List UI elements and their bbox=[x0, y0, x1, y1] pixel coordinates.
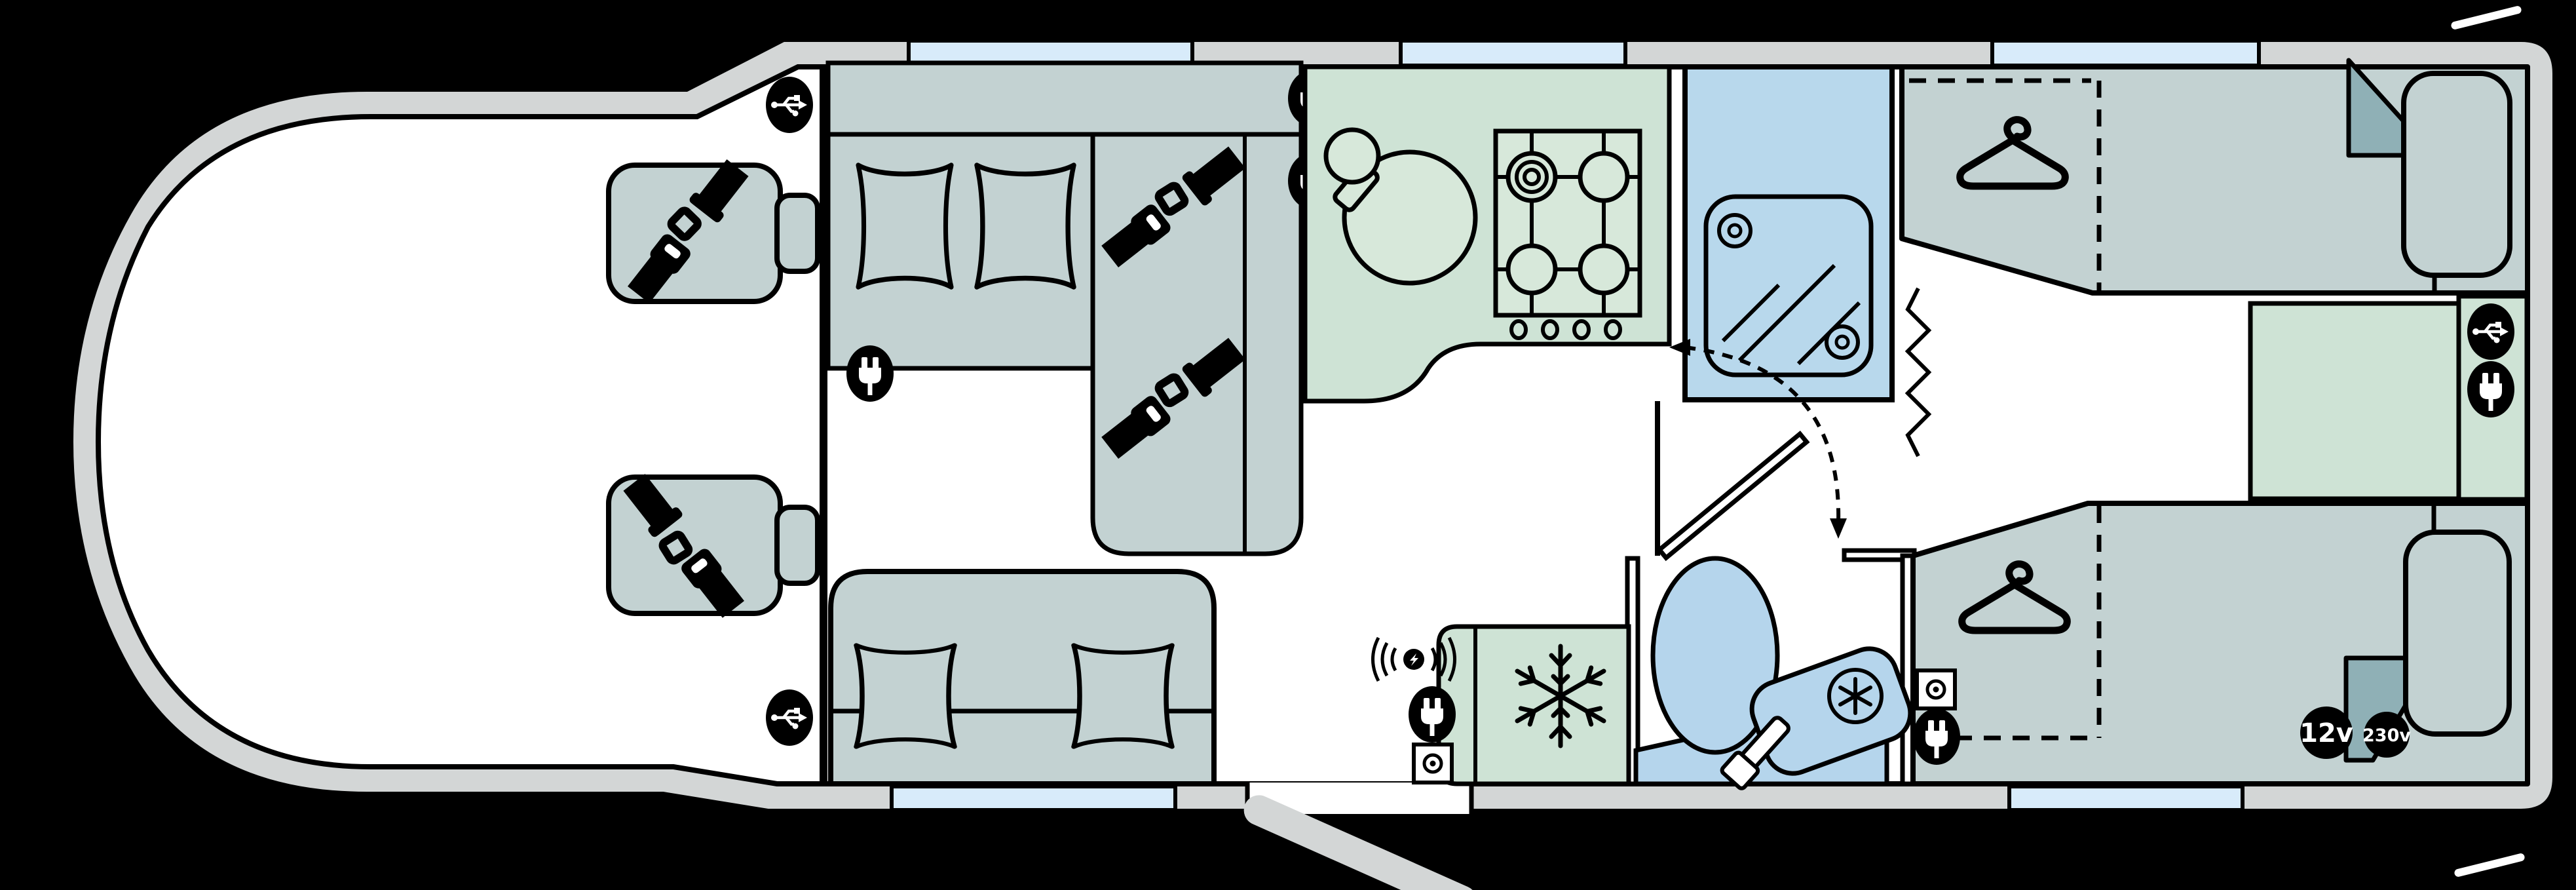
entry-door bbox=[1243, 781, 1477, 890]
offside-twin-bed: 12v 230v bbox=[1910, 501, 2530, 786]
cushion bbox=[977, 165, 1074, 287]
dinette-bench bbox=[825, 132, 1095, 371]
dinette-sideboard bbox=[825, 60, 1304, 137]
mains-socket-icon bbox=[846, 345, 894, 402]
tap bbox=[1323, 127, 1381, 212]
cab-seat-passenger bbox=[606, 471, 820, 621]
hob bbox=[1493, 128, 1642, 340]
basin bbox=[1720, 646, 1913, 790]
burner bbox=[1506, 243, 1558, 296]
washroom bbox=[1625, 339, 1917, 790]
sink bbox=[1323, 127, 1478, 286]
door-swing-arrow bbox=[1669, 339, 1847, 539]
230v-label: 230v bbox=[2362, 726, 2411, 746]
open-door-leaf bbox=[1243, 795, 1477, 890]
fridge-freezer bbox=[1436, 624, 1631, 786]
mains-socket-icon bbox=[1913, 708, 1960, 765]
mains-socket-icon bbox=[2467, 361, 2514, 417]
headrest bbox=[774, 505, 820, 586]
basin-tap bbox=[1720, 716, 1790, 790]
kitchen-worktop bbox=[1302, 64, 1672, 404]
cab-partition-wall bbox=[820, 67, 827, 784]
travel-seat-bench bbox=[1090, 132, 1304, 556]
hob-knobs bbox=[1509, 319, 1622, 340]
curtain-zigzag bbox=[1904, 287, 1932, 457]
burner bbox=[1578, 151, 1630, 203]
window bbox=[2007, 784, 2245, 812]
tv-socket-icon bbox=[1414, 745, 1452, 783]
shower-tray bbox=[1703, 194, 1874, 377]
12v-socket-icon: 12v bbox=[2300, 706, 2353, 759]
12v-label: 12v bbox=[2300, 718, 2353, 748]
mains-socket-icon bbox=[1409, 686, 1456, 743]
cushion bbox=[1074, 646, 1172, 747]
usb-socket-icon bbox=[766, 77, 813, 133]
cushion bbox=[858, 165, 951, 287]
headrest bbox=[774, 193, 820, 274]
washroom-door-leaf bbox=[1656, 431, 1810, 562]
trim-mark bbox=[2454, 853, 2525, 877]
shower-cubicle bbox=[1682, 64, 1895, 402]
nearside-twin-bed bbox=[1899, 58, 2530, 296]
window bbox=[890, 784, 1177, 812]
tv-socket-icon bbox=[1917, 670, 1955, 708]
rear-chest bbox=[2248, 301, 2461, 501]
cab-seat-driver bbox=[606, 156, 820, 307]
trim-mark bbox=[2451, 6, 2522, 29]
230v-socket-icon: 230v bbox=[2362, 712, 2411, 758]
window bbox=[1399, 39, 1627, 68]
sofa bbox=[828, 569, 1217, 786]
windows-bottom bbox=[890, 784, 2245, 812]
usb-socket-icon bbox=[2467, 303, 2514, 360]
burner bbox=[1578, 243, 1630, 296]
bed-pillow bbox=[2401, 71, 2512, 278]
usb-socket-icon bbox=[766, 689, 813, 746]
cushion bbox=[856, 646, 955, 747]
bed-pillow bbox=[2403, 530, 2512, 737]
window bbox=[1990, 39, 2261, 68]
